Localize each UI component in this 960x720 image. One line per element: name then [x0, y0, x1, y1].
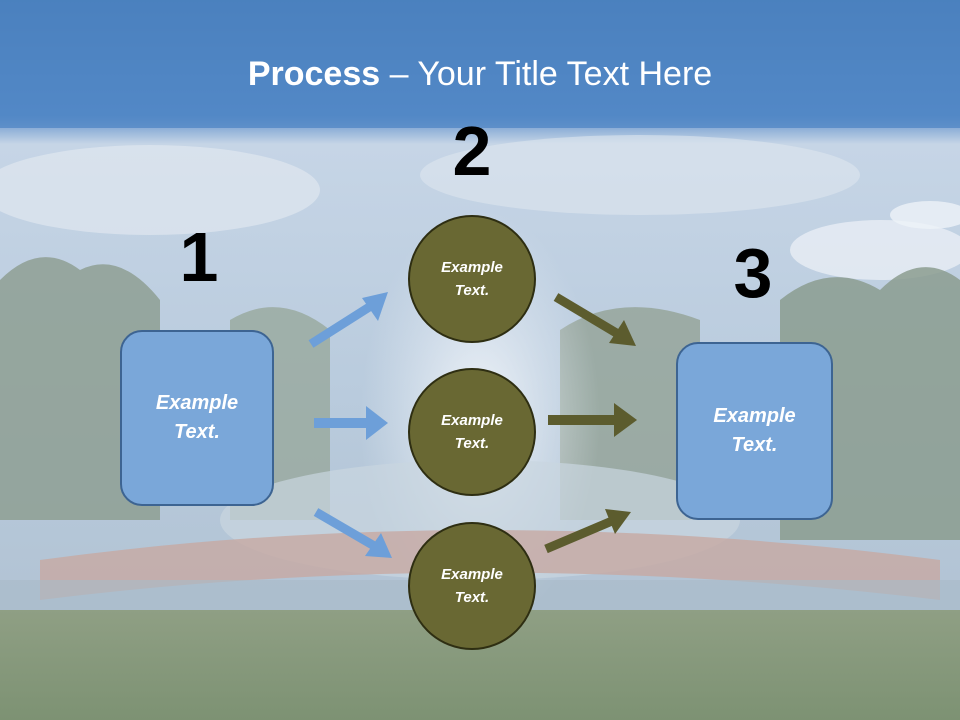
- circle-bottom: Example Text.: [408, 522, 536, 650]
- arrow-olive-up: [544, 509, 631, 554]
- source-box-label: Example Text.: [155, 392, 239, 443]
- target-box-label: Example Text.: [713, 405, 796, 456]
- step-number-1: 1: [179, 218, 219, 296]
- circle-top: Example Text.: [408, 215, 536, 343]
- arrow-blue-middle: [314, 406, 388, 440]
- step-number-2: 2: [452, 112, 492, 190]
- target-box: Example Text.: [676, 342, 833, 520]
- arrow-blue-down: [313, 508, 392, 558]
- arrow-olive-down: [553, 293, 636, 346]
- source-box: Example Text.: [120, 330, 274, 506]
- arrow-olive-middle: [548, 403, 637, 437]
- circle-middle: Example Text.: [408, 368, 536, 496]
- title-bold: Process: [247, 55, 381, 93]
- slide-title: Process – Your Title Text Here: [0, 52, 960, 96]
- step-number-3: 3: [733, 234, 773, 312]
- arrow-blue-up: [308, 292, 388, 348]
- circle-bottom-label: Example Text.: [441, 566, 503, 606]
- circle-top-label: Example Text.: [441, 259, 503, 299]
- circle-middle-label: Example Text.: [441, 412, 503, 452]
- title-rest: – Your Title Text Here: [380, 55, 713, 93]
